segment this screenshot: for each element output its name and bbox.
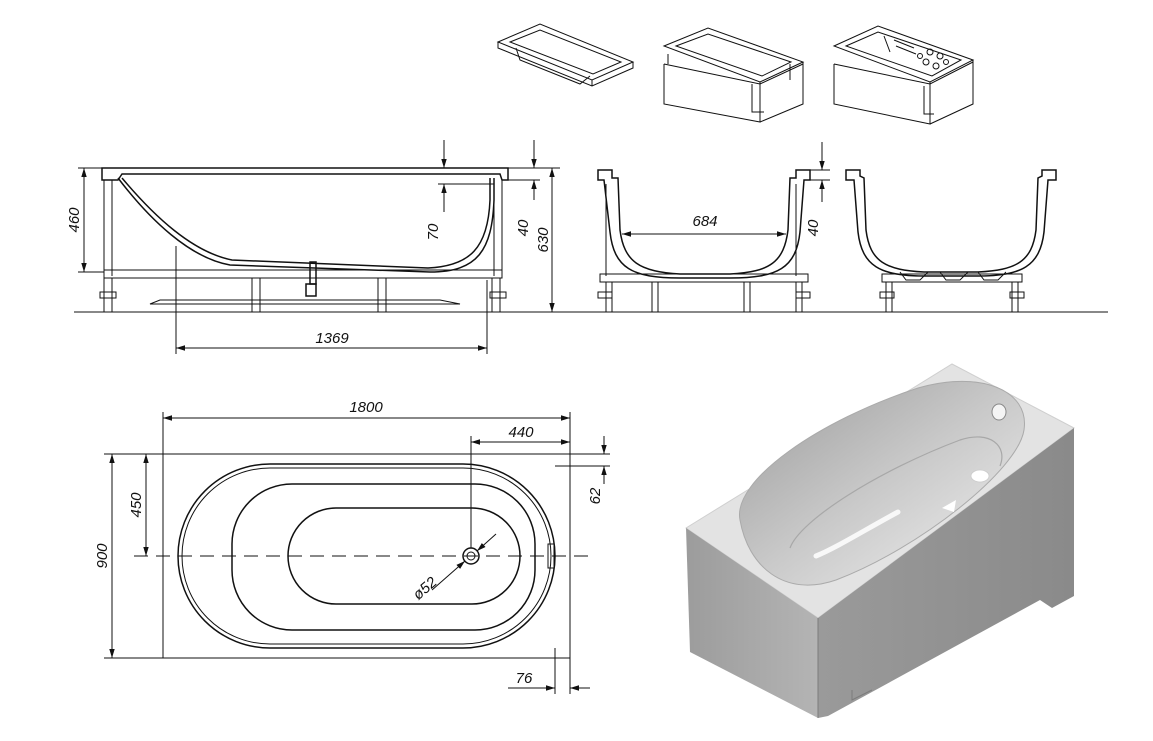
drain-render-icon bbox=[970, 469, 990, 483]
dim-40-side-label: 40 bbox=[515, 219, 532, 236]
dim-440: 440 bbox=[470, 424, 570, 548]
dim-62: 62 bbox=[555, 436, 610, 504]
dim-684-label: 684 bbox=[692, 213, 717, 230]
dim-900: 900 bbox=[94, 453, 163, 659]
dim-900-label: 900 bbox=[94, 543, 111, 569]
dim-460-label: 460 bbox=[66, 207, 83, 233]
dim-684: 684 bbox=[622, 213, 786, 237]
end-section-view bbox=[597, 169, 811, 312]
dim-450: 450 bbox=[128, 453, 163, 556]
dim-1369: 1369 bbox=[175, 246, 488, 354]
dim-1800: 1800 bbox=[162, 399, 571, 454]
dim-630: 630 bbox=[535, 168, 555, 312]
dim-1369-label: 1369 bbox=[315, 330, 349, 347]
dim-70: 70 bbox=[425, 140, 494, 240]
dim-40-end: 40 bbox=[805, 142, 830, 236]
dim-450-label: 450 bbox=[128, 492, 145, 518]
dim-76-label: 76 bbox=[516, 670, 533, 687]
dim-70-label: 70 bbox=[425, 223, 442, 240]
render-front-panel bbox=[686, 528, 818, 718]
overflow-icon bbox=[991, 403, 1007, 421]
dim-62-label: 62 bbox=[587, 487, 604, 504]
dim-52: ø52 bbox=[410, 533, 497, 604]
bathtub-thumbnail-icon bbox=[496, 23, 635, 87]
end-exterior-view bbox=[845, 169, 1057, 312]
bathtub-with-hydromassage-thumbnail-icon bbox=[832, 25, 975, 125]
dim-460: 460 bbox=[66, 167, 104, 273]
dim-1800-label: 1800 bbox=[349, 399, 383, 416]
dim-76: 76 bbox=[508, 648, 590, 694]
bathtub-3d-render bbox=[685, 363, 1075, 720]
render-side-panel bbox=[818, 428, 1074, 718]
bathtub-with-panel-thumbnail-icon bbox=[662, 27, 805, 123]
dim-440-label: 440 bbox=[508, 424, 534, 441]
dim-40-end-label: 40 bbox=[805, 219, 822, 236]
dim-630-label: 630 bbox=[535, 227, 552, 253]
render-inner-basin bbox=[739, 380, 1025, 586]
dim-52-label: ø52 bbox=[410, 573, 441, 603]
side-elevation-view bbox=[74, 167, 1108, 313]
plan-view bbox=[134, 453, 596, 659]
